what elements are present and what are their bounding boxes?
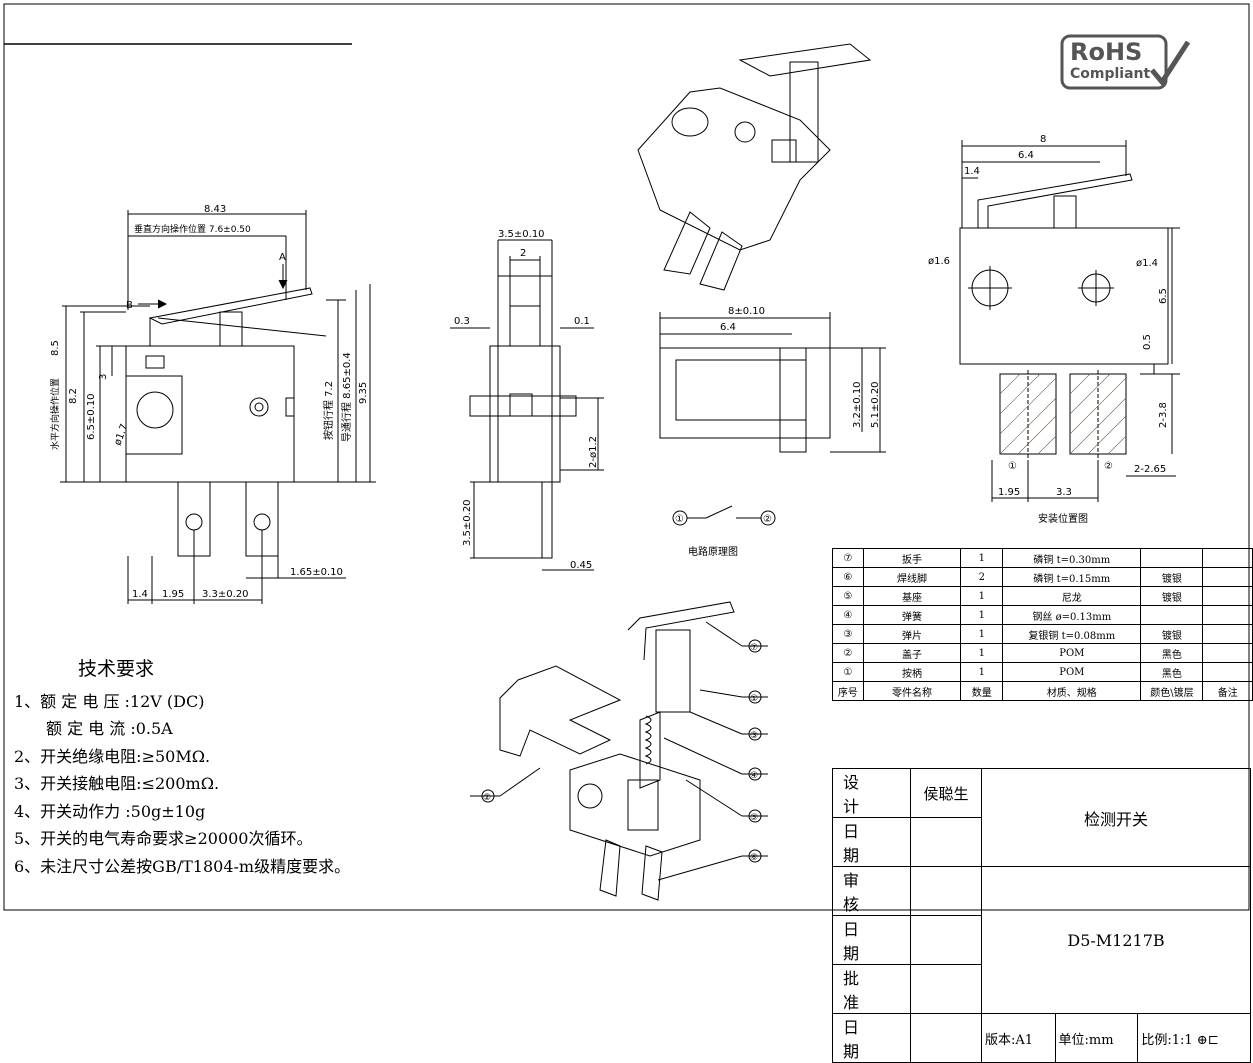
sheet-border xyxy=(3,3,1250,911)
mount-hatch xyxy=(999,373,1127,455)
dim-width: 8.43 xyxy=(204,204,226,215)
bot-h51: 5.1±0.20 xyxy=(870,381,881,428)
dim-h3: 3 xyxy=(98,374,109,380)
mount-view xyxy=(959,140,1180,502)
callout-4: ④ xyxy=(750,771,758,781)
side-r01: 0.1 xyxy=(574,316,590,327)
callout-7: ⑦ xyxy=(750,643,758,653)
tech-item: 4、开关动作力 :50g±10g xyxy=(14,801,206,821)
mount-d16: ø1.6 xyxy=(928,256,950,267)
tb-date-label: 日 期 xyxy=(832,915,911,965)
dim-b: B xyxy=(126,300,133,311)
mount-h05: 0.5 xyxy=(1142,334,1153,350)
tech-item: 5、开关的电气寿命要求≥20000次循环。 xyxy=(14,829,313,848)
mount-w265: 2-2.65 xyxy=(1134,464,1166,475)
tb-designer: 侯聪生 xyxy=(910,768,982,818)
dim-travel: 按钮行程 7.2 xyxy=(322,381,335,440)
tb-design-label: 设 计 xyxy=(832,768,911,818)
callout-6: ⑥ xyxy=(750,853,758,863)
tech-item: 2、开关绝缘电阻:≥50MΩ. xyxy=(14,746,211,766)
circuit-diagram xyxy=(672,505,776,526)
dim-h65: 6.5±0.10 xyxy=(86,393,97,440)
tb-review-label: 审 核 xyxy=(832,866,911,916)
mount-w64: 6.4 xyxy=(1018,150,1034,161)
tech-item: 额 定 电 流 :0.5A xyxy=(46,719,173,738)
dim-travel2: 导通行程 8.65±0.4 xyxy=(340,352,353,442)
callout-1: ① xyxy=(750,694,758,704)
side-w2: 2 xyxy=(520,248,526,259)
mount-w14: 1.4 xyxy=(964,166,980,177)
callout-5: ⑤ xyxy=(750,813,758,823)
tech-item: 6、未注尺寸公差按GB/T1804-m级精度要求。 xyxy=(14,856,351,876)
tb-part-code: D5-M1217B xyxy=(981,866,1251,1014)
tech-requirements: 技术要求 1、额 定 电 压 :12V (DC) 额 定 电 流 :0.5A 2… xyxy=(14,656,350,880)
tb-date-label: 日 期 xyxy=(832,817,911,867)
mount-p2: ② xyxy=(1104,461,1113,472)
callout-3: ③ xyxy=(750,731,758,741)
iso-view xyxy=(637,43,872,291)
circuit-p1: ① xyxy=(675,514,684,525)
side-w35: 3.5±0.10 xyxy=(498,229,545,240)
tech-item: 1、额 定 电 压 :12V (DC) xyxy=(14,691,205,711)
bom-header: 序号零件名称数量材质、规格颜色\镀层备注 xyxy=(832,681,1253,701)
dim-h935: 9.35 xyxy=(358,382,369,404)
mount-caption: 安装位置图 xyxy=(1038,512,1088,525)
dim-b14: 1.4 xyxy=(132,589,148,600)
tech-item: 3、开关接触电阻:≤200mΩ. xyxy=(14,774,220,793)
dim-b165: 1.65±0.10 xyxy=(290,567,343,578)
circuit-caption: 电路原理图 xyxy=(688,545,738,558)
dim-h85-label: 水平方向操作位置 xyxy=(49,378,61,450)
mount-b195: 1.95 xyxy=(998,487,1020,498)
dim-h85: 8.5 xyxy=(50,340,61,356)
dim-h82: 8.2 xyxy=(68,388,79,404)
side-d12: 2-ø1.2 xyxy=(588,436,599,468)
bot-w8: 8±0.10 xyxy=(728,306,765,317)
tb-scale: 比例:1:1 ⊕⊏ xyxy=(1137,1013,1251,1063)
tb-version: 版本:A1 xyxy=(981,1013,1056,1063)
exploded-view xyxy=(470,601,768,901)
bot-h32: 3.2±0.10 xyxy=(852,381,863,428)
rohs-logo: RoHS Compliant xyxy=(1060,34,1190,90)
side-h35: 3.5±0.20 xyxy=(462,499,473,546)
circuit-p2: ② xyxy=(763,514,772,525)
callout-markers xyxy=(481,639,762,863)
projection-symbol-icon: ⊕⊏ xyxy=(1196,1032,1219,1048)
tb-part-name: 检测开关 xyxy=(981,768,1251,867)
svg-text:RoHS: RoHS xyxy=(1070,38,1142,66)
drawing-canvas: 8.43 垂直方向操作位置 7.6±0.50 A B 8.5 水平方向操作位置 … xyxy=(3,3,1250,911)
svg-text:Compliant: Compliant xyxy=(1070,66,1151,82)
side-t045: 0.45 xyxy=(570,560,592,571)
dim-b195: 1.95 xyxy=(162,589,184,600)
mount-d14: ø1.4 xyxy=(1136,258,1158,269)
bot-w64: 6.4 xyxy=(720,322,736,333)
dim-b33: 3.3±0.20 xyxy=(202,589,249,600)
tb-date-label: 日 期 xyxy=(832,1013,911,1063)
bottom-view xyxy=(659,312,886,453)
tb-unit: 单位:mm xyxy=(1054,1013,1139,1063)
mount-w8: 8 xyxy=(1040,134,1046,145)
dim-d17: ø1.7 xyxy=(112,423,130,447)
mount-b33: 3.3 xyxy=(1056,487,1072,498)
mount-p1: ① xyxy=(1008,461,1017,472)
callout-2: ② xyxy=(483,793,491,803)
tb-approve-label: 批 准 xyxy=(832,964,911,1014)
mount-h65: 6.5 xyxy=(1158,288,1169,304)
side-view xyxy=(450,239,604,571)
dim-op: 垂直方向操作位置 7.6±0.50 xyxy=(134,223,251,235)
mount-h38: 2-3.8 xyxy=(1158,402,1169,428)
side-l03: 0.3 xyxy=(454,316,470,327)
tech-title: 技术要求 xyxy=(78,658,155,680)
dim-a: A xyxy=(279,252,286,263)
front-view xyxy=(60,210,376,604)
